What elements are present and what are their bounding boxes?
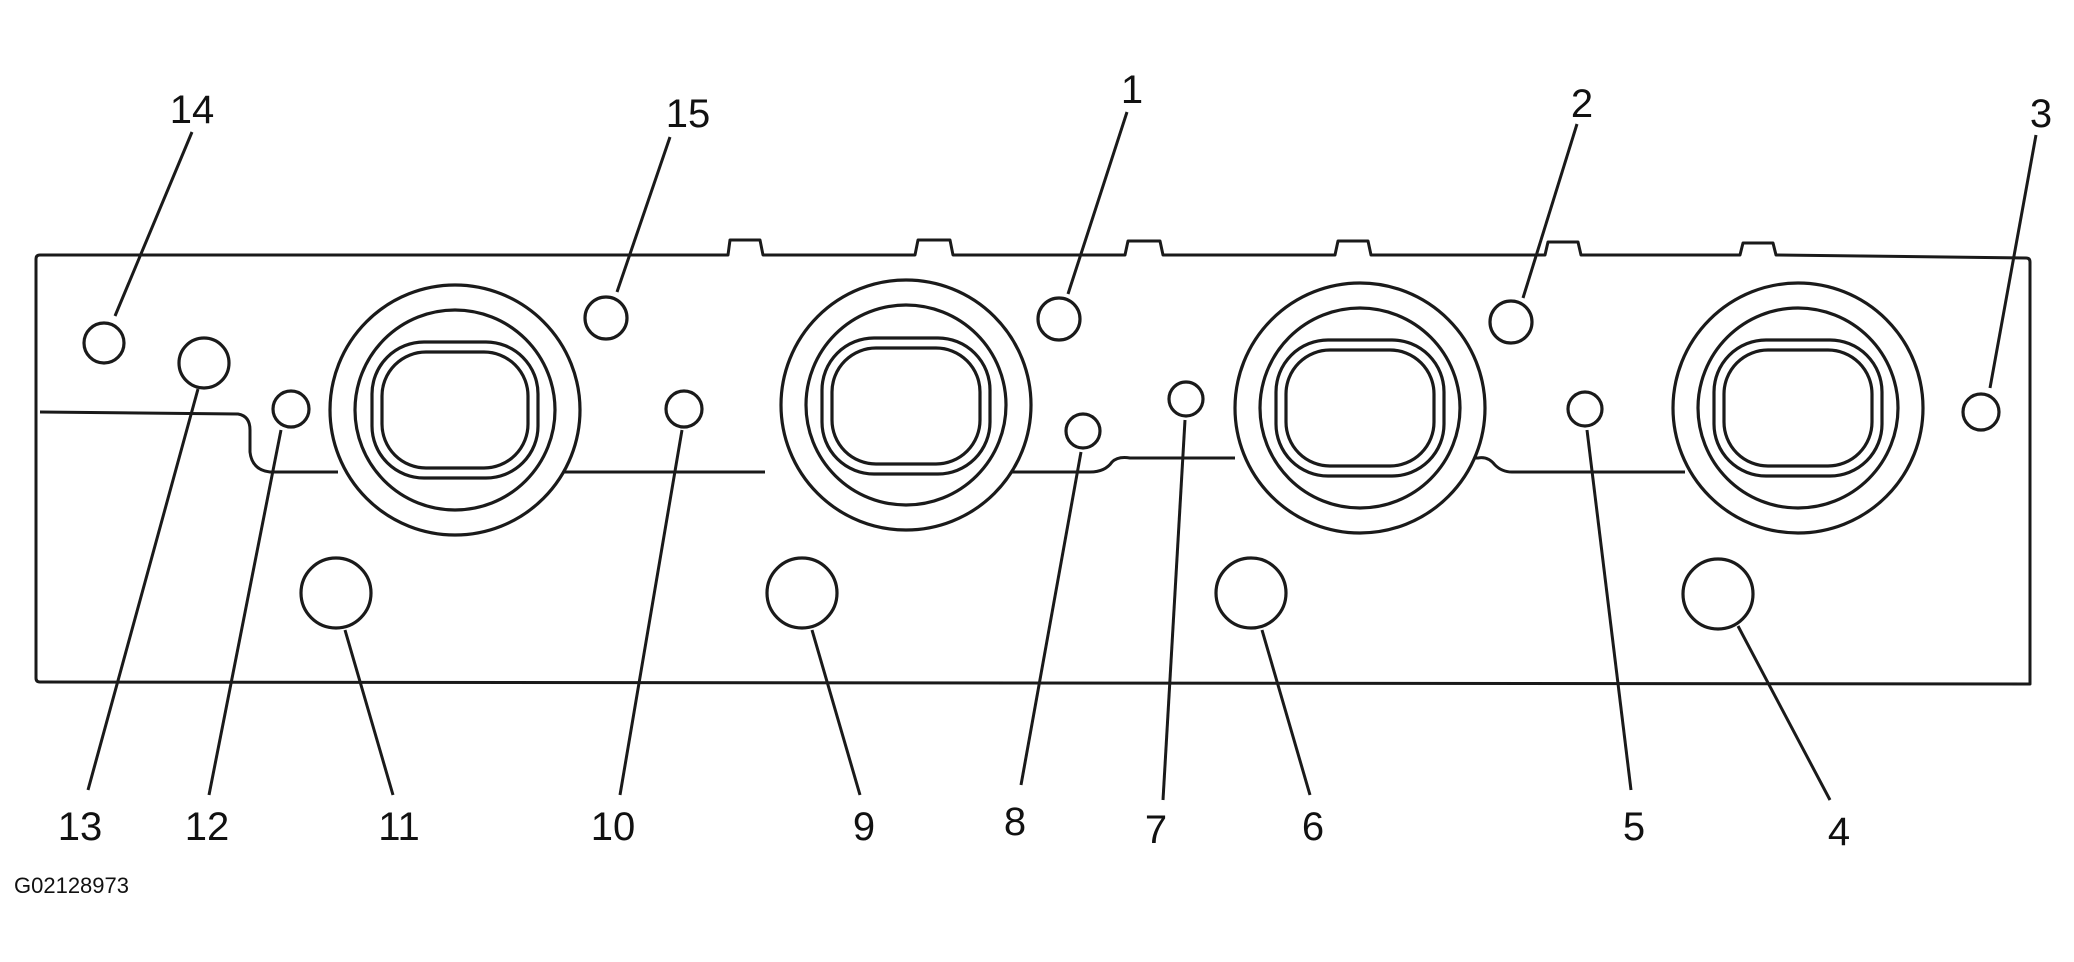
hole-9 bbox=[765, 556, 839, 630]
hole-2 bbox=[1488, 299, 1534, 345]
hole-11 bbox=[299, 556, 373, 630]
callout-10: 10 bbox=[591, 805, 636, 849]
figure-code: G02128973 bbox=[14, 873, 129, 898]
leader-lines bbox=[86, 111, 2038, 801]
hole-14 bbox=[82, 321, 126, 365]
hole-5 bbox=[1566, 390, 1604, 428]
callout-9: 9 bbox=[853, 805, 875, 849]
hole-7 bbox=[1167, 380, 1205, 418]
exhaust-port-3 bbox=[1233, 281, 1487, 535]
callout-7: 7 bbox=[1145, 808, 1167, 852]
callout-1: 1 bbox=[1121, 68, 1143, 112]
hole-3 bbox=[1961, 392, 2001, 432]
exhaust-port-4 bbox=[1671, 281, 1925, 535]
hole-12 bbox=[271, 389, 311, 429]
callout-6: 6 bbox=[1302, 805, 1324, 849]
hole-8 bbox=[1064, 412, 1102, 450]
hole-6 bbox=[1214, 556, 1288, 630]
callout-8: 8 bbox=[1004, 800, 1026, 844]
callout-4: 4 bbox=[1828, 810, 1850, 854]
gasket-outline bbox=[34, 238, 2032, 686]
hole-10 bbox=[664, 389, 704, 429]
exhaust-port-1 bbox=[328, 283, 582, 537]
callout-12: 12 bbox=[185, 805, 230, 849]
hole-4 bbox=[1681, 557, 1755, 631]
hole-15 bbox=[583, 295, 629, 341]
callout-5: 5 bbox=[1623, 805, 1645, 849]
callout-11: 11 bbox=[378, 805, 420, 849]
callout-15: 15 bbox=[666, 92, 711, 136]
exhaust-port-2 bbox=[779, 278, 1033, 532]
callout-3: 3 bbox=[2030, 92, 2052, 136]
hole-13 bbox=[177, 336, 231, 390]
gasket-inner-contour bbox=[39, 410, 1685, 474]
callout-13: 13 bbox=[58, 805, 103, 849]
callout-2: 2 bbox=[1571, 82, 1593, 126]
callout-14: 14 bbox=[170, 88, 215, 132]
hole-1 bbox=[1036, 296, 1082, 342]
